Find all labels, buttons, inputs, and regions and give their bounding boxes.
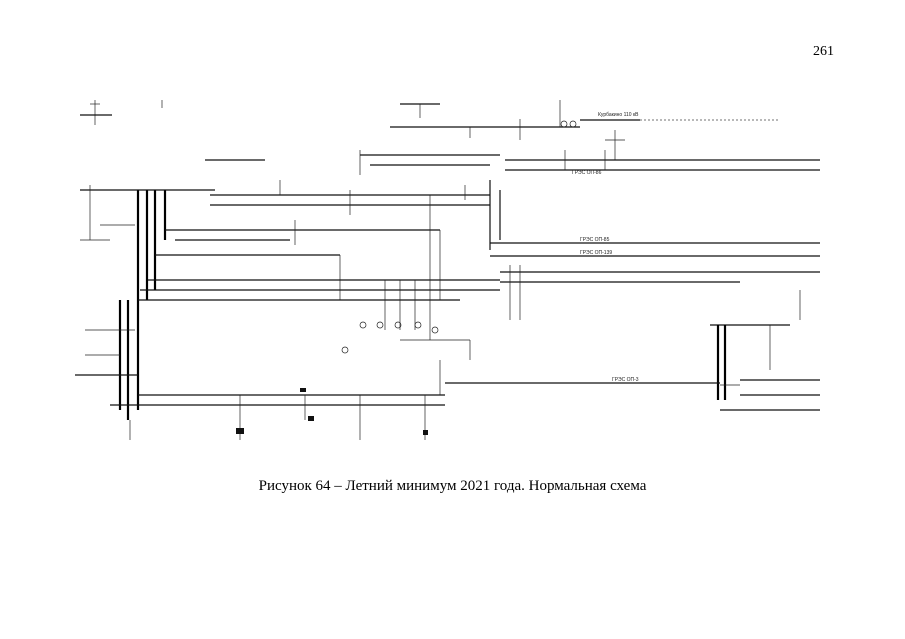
left-buses [75,185,215,420]
lower-right-substation [710,324,820,411]
upper-bus: ГРЭС ОП-86 [205,150,820,176]
grp-gp-86-label: ГРЭС ОП-86 [572,170,602,176]
grp-gp-139-label: ГРЭС ОП-139 [580,250,612,256]
page-number: 261 [813,44,834,59]
right-feeders: ГРЭС ОП-85 ГРЭС ОП-139 [489,180,820,320]
power-grid-schematic: Курбакино 110 кВ ГРЭС ОП-86 [75,100,820,440]
central-lines [138,180,500,360]
top-left-node [80,100,163,125]
grp-gp-3-label: ГРЭС ОП-3 [612,377,639,383]
kurbakino-label: Курбакино 110 кВ [598,112,639,118]
grp-gp-85-label: ГРЭС ОП-85 [580,237,610,243]
top-substation: Курбакино 110 кВ [390,100,780,160]
bottom-bus: ГРЭС ОП-3 [85,329,720,440]
figure-caption: Рисунок 64 – Летний минимум 2021 года. Н… [258,478,647,494]
